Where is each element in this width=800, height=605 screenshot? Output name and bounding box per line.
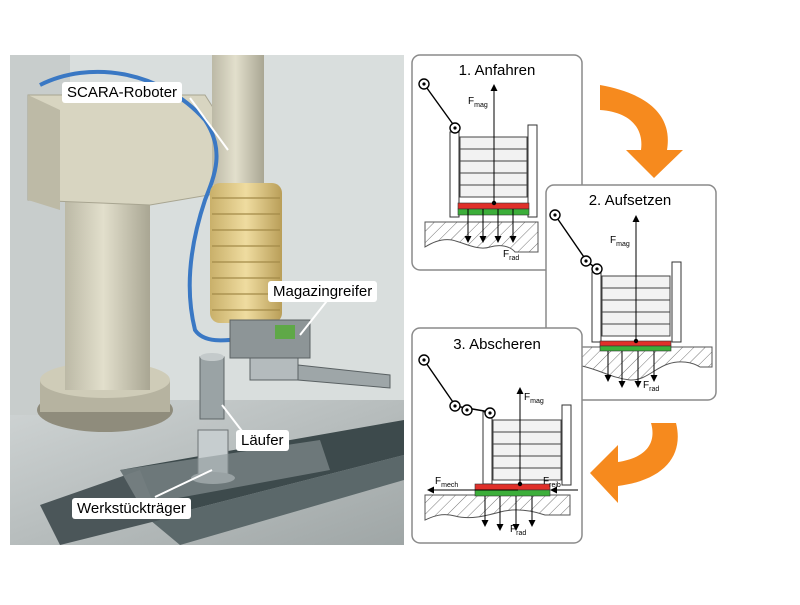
panel-3-force-rad: Frad bbox=[510, 524, 526, 537]
label-runner: Läufer bbox=[236, 430, 289, 451]
panel-2-force-mag: Fmag bbox=[610, 235, 630, 248]
panel-aufsetzen: 2. Aufsetzen Fmag Frad bbox=[545, 184, 717, 401]
panel-2-force-rad: Frad bbox=[643, 380, 659, 393]
panel-anfahren: 1. Anfahren Fmag bbox=[411, 54, 583, 271]
label-scara-robot: SCARA-Roboter bbox=[62, 82, 183, 103]
process-arrow-2 bbox=[590, 423, 678, 503]
panel-1-force-mag: Fmag bbox=[468, 96, 488, 109]
label-pointers bbox=[154, 97, 331, 498]
panel-1-title: 1. Anfahren bbox=[459, 62, 536, 79]
label-magazine-gripper: Magazingreifer bbox=[268, 281, 378, 302]
panel-3-force-reib: Freib bbox=[543, 476, 561, 489]
process-arrow-1 bbox=[600, 85, 683, 178]
panel-3-title: 3. Abscheren bbox=[453, 336, 541, 353]
panel-3-force-mag: Fmag bbox=[524, 392, 544, 405]
panel-2-title: 2. Aufsetzen bbox=[589, 192, 672, 209]
label-workpiece-carrier: Werkstückträger bbox=[72, 498, 191, 519]
panel-3-force-mech: Fmech bbox=[435, 476, 458, 489]
panel-abscheren: 3. Abscheren Fmag bbox=[411, 327, 583, 544]
panel-1-force-rad: Frad bbox=[503, 249, 519, 262]
